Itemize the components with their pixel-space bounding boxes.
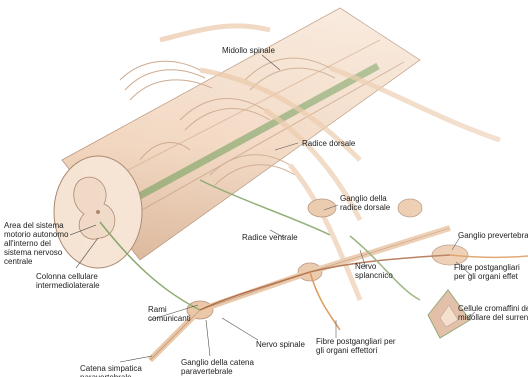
label-dorsal-root-ganglion: Ganglio della radice dorsale xyxy=(340,194,390,212)
label-spinal-nerve: Nervo spinale xyxy=(256,340,305,349)
label-paravertebral-ganglion: Ganglio della catena paravertebrale xyxy=(181,358,254,376)
label-spinal-cord: Midollo spinale xyxy=(222,46,275,55)
label-chromaffin-cells: Cellule cromaffini de midollare del surr… xyxy=(458,304,528,322)
label-sympathetic-chain: Catena simpatica paravertebrale xyxy=(80,364,142,377)
label-communicating-rami: Rami comunicanti xyxy=(148,305,191,323)
label-postganglionic-fibers-right: Fibre postgangliari per gli organi effet xyxy=(454,263,520,281)
label-dorsal-root: Radice dorsale xyxy=(302,139,355,148)
label-intermediolateral-column: Colonna cellulare intermediolaterale xyxy=(36,272,100,290)
label-autonomic-motor-area: Area del sistema motorio autonomo all'in… xyxy=(4,221,68,266)
label-splanchnic-nerve: Nervo splancnico xyxy=(355,262,393,280)
label-postganglionic-fibers-bottom: Fibre postgangliari per gli organi effet… xyxy=(316,337,396,355)
label-prevertebral-ganglion: Ganglio prevertebrale xyxy=(458,231,528,240)
label-ventral-root: Radice ventrale xyxy=(242,233,298,242)
